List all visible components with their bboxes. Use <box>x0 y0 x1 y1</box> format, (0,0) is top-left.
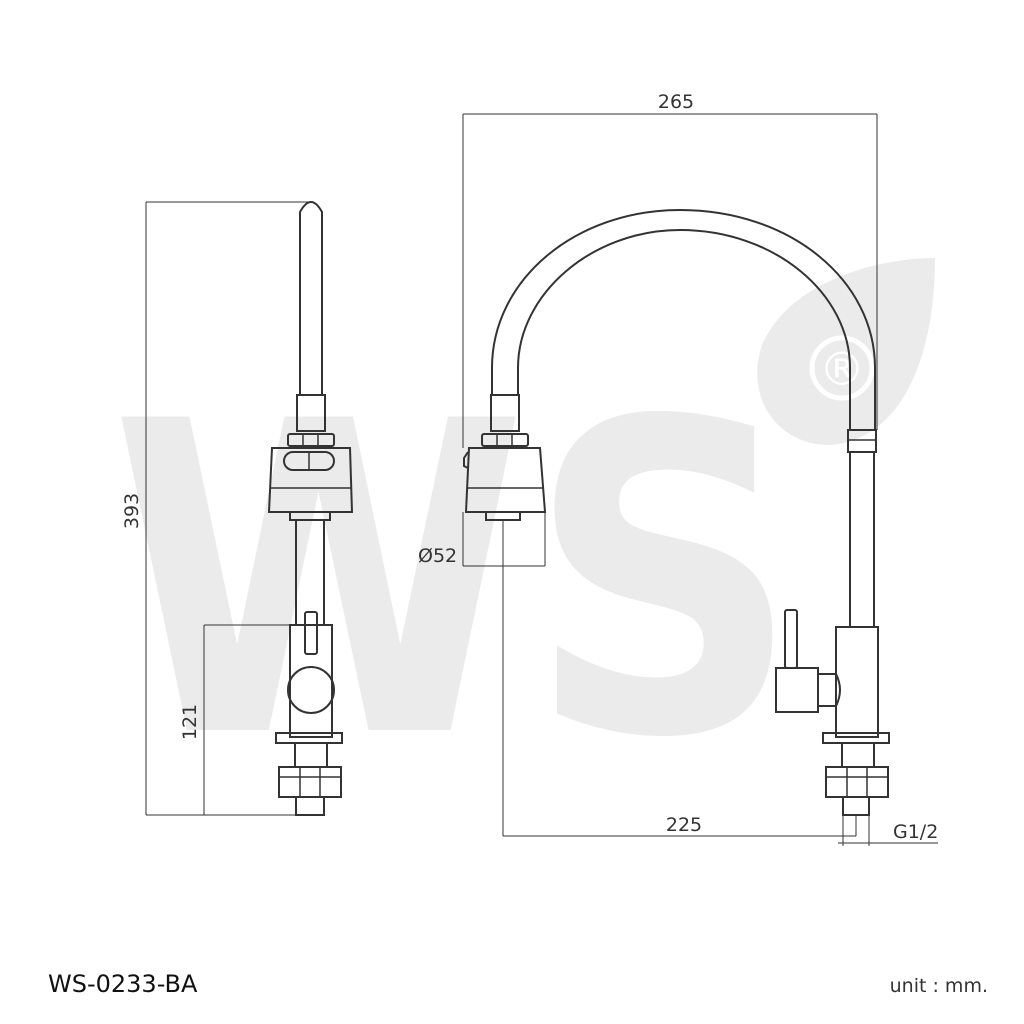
front-base-neck <box>841 742 875 768</box>
side-head-cap <box>287 433 335 447</box>
dimension-thread-g12: G1/2 <box>893 821 938 843</box>
front-handle-stem <box>818 673 841 707</box>
side-spray-head <box>267 447 354 513</box>
front-inlet-thread <box>842 796 870 816</box>
front-head-cap <box>481 433 529 447</box>
front-spout-joint <box>490 394 520 432</box>
watermark-brand: WS <box>110 332 800 832</box>
watermark-leaf-icon <box>757 258 935 445</box>
dimension-265: 265 <box>658 91 694 113</box>
front-mixer-body <box>835 626 879 738</box>
side-lever <box>304 611 318 655</box>
front-head-clip <box>463 451 469 469</box>
front-spout-arc-inner <box>517 228 851 430</box>
front-body-tube <box>849 451 875 628</box>
dimension-121: 121 <box>179 704 201 740</box>
dimension-393: 393 <box>121 493 143 529</box>
front-spout-arc <box>491 208 876 430</box>
registered-circle-icon <box>809 335 875 401</box>
front-handle-block <box>775 667 819 713</box>
dimension-diameter-52: Ø52 <box>418 545 457 567</box>
front-lock-nut <box>825 766 889 798</box>
side-inlet-thread <box>295 796 325 816</box>
watermark: WS ® <box>110 258 935 832</box>
dimension-225: 225 <box>666 814 702 836</box>
dimension-lines <box>145 113 938 846</box>
unit-label: unit : mm. <box>889 975 988 997</box>
side-spout-joint <box>296 394 326 432</box>
model-number: WS-0233-BA <box>48 970 198 998</box>
side-view <box>267 201 354 816</box>
registered-mark: ® <box>819 342 865 396</box>
side-handle-knob <box>287 666 335 714</box>
